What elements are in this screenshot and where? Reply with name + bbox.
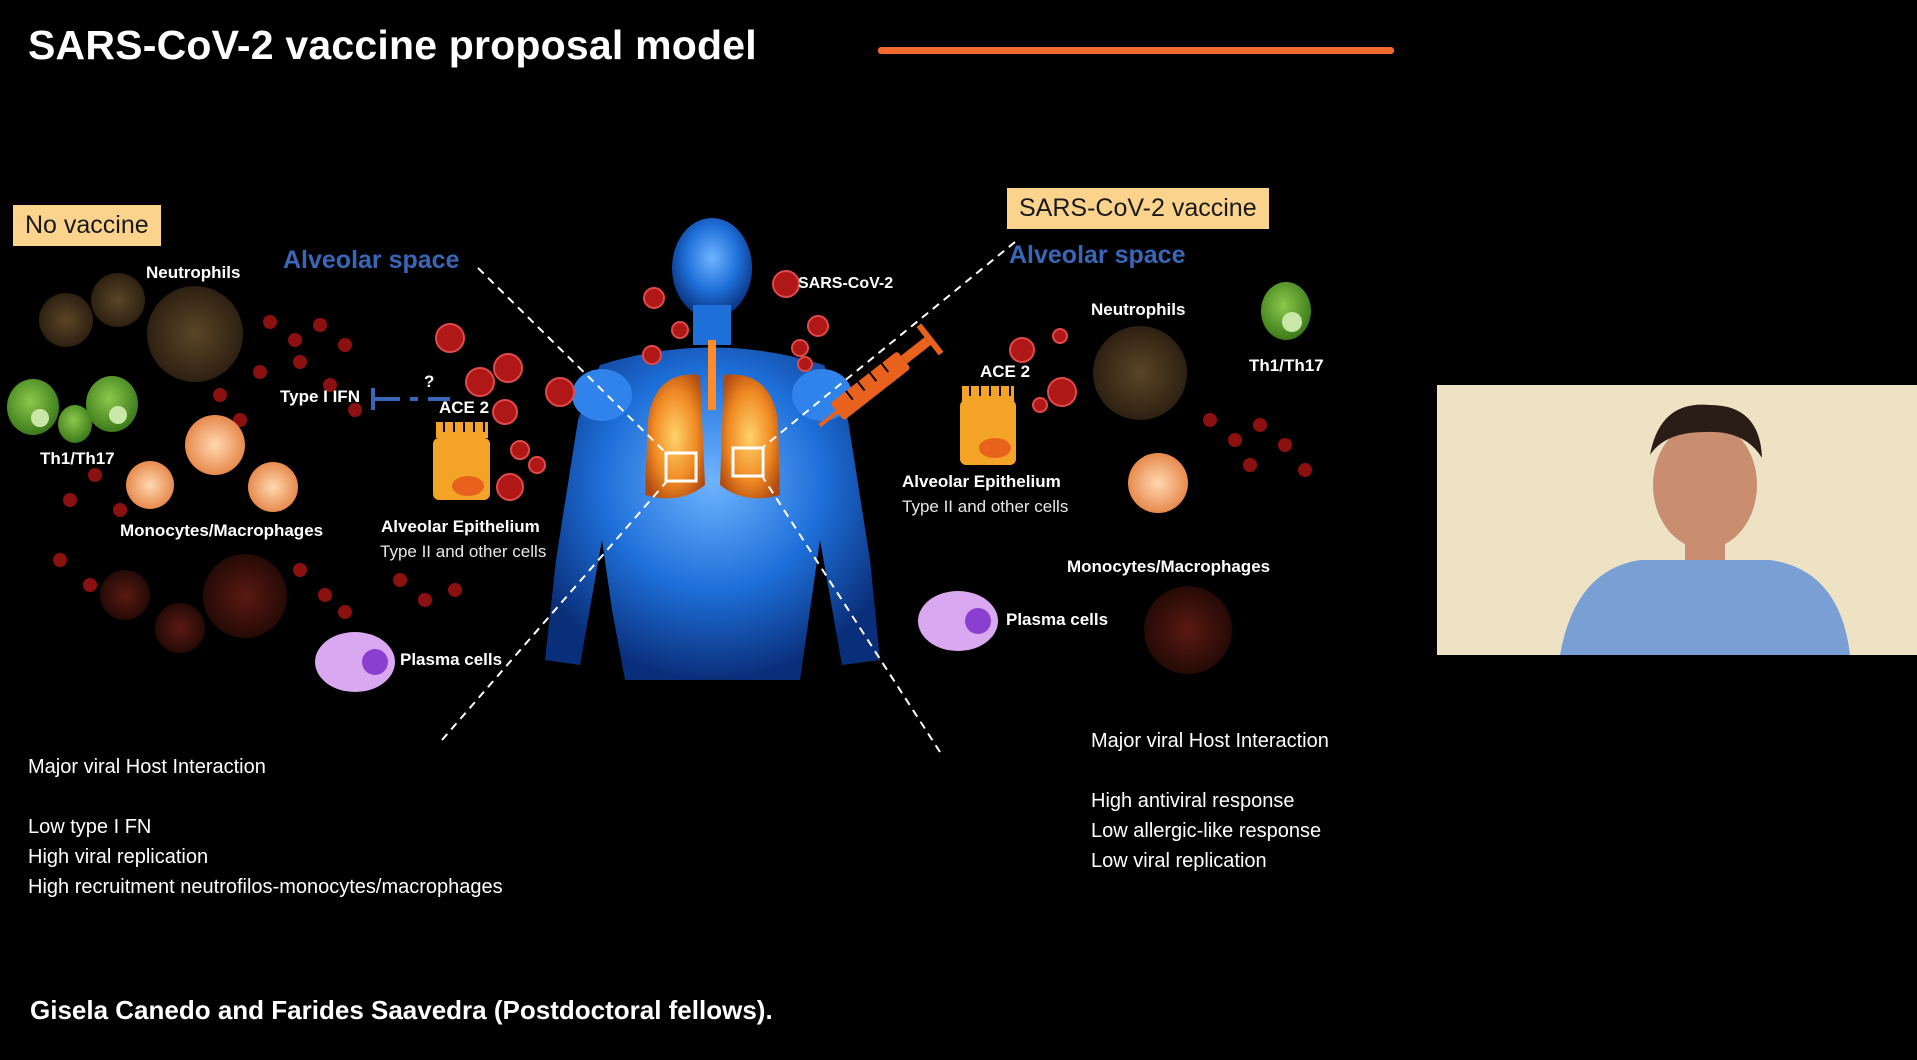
left-summary-line: Low type I FN bbox=[28, 816, 152, 838]
right-th-label: Th1/Th17 bbox=[1249, 356, 1324, 375]
left-monocytes bbox=[100, 554, 287, 653]
left-summary: Major viral Host Interaction Low type I … bbox=[28, 752, 503, 902]
left-neutrophils-label: Neutrophils bbox=[146, 263, 241, 282]
left-epithelium-sub: Type II and other cells bbox=[380, 542, 547, 561]
slide-title: SARS-CoV-2 vaccine proposal model bbox=[28, 22, 757, 68]
right-epithelium-sub: Type II and other cells bbox=[902, 497, 1069, 516]
right-ace2-label: ACE 2 bbox=[980, 362, 1031, 381]
left-epithelium-cell bbox=[433, 422, 490, 500]
sars-cov-2-virions bbox=[435, 270, 1077, 501]
right-summary-line: Major viral Host Interaction bbox=[1091, 730, 1329, 752]
left-summary-line: Major viral Host Interaction bbox=[28, 756, 266, 778]
left-summary-line: High viral replication bbox=[28, 846, 209, 868]
right-summary-line: High antiviral response bbox=[1091, 790, 1295, 812]
right-red-virus-cluster bbox=[1203, 413, 1312, 477]
right-th-cell bbox=[1261, 282, 1311, 340]
left-plasma-label: Plasma cells bbox=[400, 650, 503, 669]
right-monocyte bbox=[1144, 586, 1232, 674]
right-epithelium-label: Alveolar Epithelium bbox=[902, 472, 1061, 491]
syringe-icon bbox=[818, 323, 944, 428]
left-red-virus-cluster bbox=[53, 315, 462, 619]
right-summary-line: Low allergic-like response bbox=[1091, 820, 1322, 842]
right-monocytes-label: Monocytes/Macrophages bbox=[1067, 557, 1271, 576]
human-body-figure bbox=[545, 218, 880, 680]
left-monocytes-label: Monocytes/Macrophages bbox=[120, 521, 324, 540]
right-neutrophil bbox=[1093, 326, 1187, 420]
right-plasma-cell bbox=[918, 591, 998, 651]
left-ace2-label: ACE 2 bbox=[439, 398, 490, 417]
right-summary: Major viral Host Interaction High antivi… bbox=[1091, 726, 1329, 876]
right-alveolar-space-label: Alveolar space bbox=[1009, 241, 1186, 269]
type-i-ifn-label: Type I IFN bbox=[280, 387, 360, 406]
right-macrophage bbox=[1128, 453, 1188, 513]
left-summary-line: High recruitment neutrofilos-monocytes/m… bbox=[28, 876, 503, 898]
credit-line: Gisela Canedo and Farides Saavedra (Post… bbox=[30, 995, 773, 1025]
right-epithelium-cell bbox=[960, 386, 1016, 465]
type-i-ifn-inhibition bbox=[371, 388, 450, 410]
zoom-connector-lines bbox=[441, 241, 1016, 753]
question-mark-label: ? bbox=[424, 372, 435, 391]
right-plasma-label: Plasma cells bbox=[1006, 610, 1109, 629]
left-alveolar-space-label: Alveolar space bbox=[283, 246, 460, 274]
title-accent-rule bbox=[878, 47, 1394, 54]
right-neutrophils-label: Neutrophils bbox=[1091, 300, 1186, 319]
left-neutrophils bbox=[39, 273, 243, 382]
left-th-cells bbox=[7, 376, 138, 443]
left-plasma-cell bbox=[315, 632, 395, 692]
left-epithelium-label: Alveolar Epithelium bbox=[381, 517, 540, 536]
no-vaccine-tag: No vaccine bbox=[13, 205, 161, 246]
sars-cov-2-label: SARS-CoV-2 bbox=[798, 275, 894, 292]
vaccine-tag: SARS-CoV-2 vaccine bbox=[1007, 188, 1269, 229]
right-summary-line: Low viral replication bbox=[1091, 850, 1267, 872]
left-th-label: Th1/Th17 bbox=[40, 449, 115, 468]
presenter-video bbox=[1437, 385, 1917, 655]
left-macrophages bbox=[126, 415, 298, 512]
